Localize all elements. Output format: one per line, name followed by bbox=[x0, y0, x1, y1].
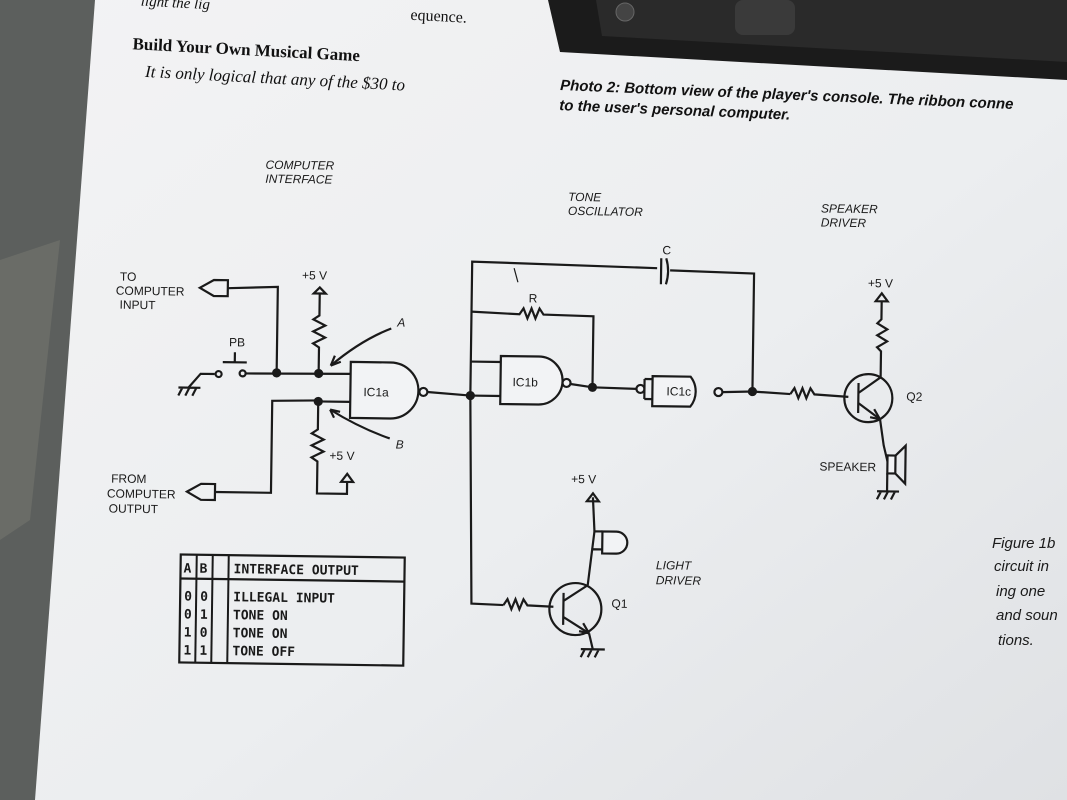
section-title-tone-oscillator-2: OSCILLATOR bbox=[568, 204, 643, 219]
figure-caption-line3: ing one bbox=[996, 583, 1045, 600]
label-pb: PB bbox=[229, 335, 245, 349]
resistor-q2-base bbox=[789, 385, 849, 402]
capacitor-c bbox=[659, 257, 670, 285]
resistor-r bbox=[471, 305, 595, 388]
label-to-computer: COMPUTER bbox=[116, 284, 185, 299]
truth-table-header-a: A bbox=[183, 562, 191, 577]
section-title-light-driver-1: LIGHT bbox=[656, 558, 693, 573]
section-title-speaker-driver-2: DRIVER bbox=[821, 215, 867, 230]
article-fragment-left: light the lig bbox=[140, 0, 210, 13]
truth-table-cell: TONE ON bbox=[233, 626, 288, 642]
section-title-light-driver-2: DRIVER bbox=[656, 573, 702, 588]
truth-table-cell: 0 bbox=[200, 626, 208, 641]
label-speaker: SPEAKER bbox=[819, 459, 876, 474]
article-fragment-mid: equence. bbox=[410, 7, 467, 27]
truth-table-cell: 0 bbox=[184, 608, 192, 623]
truth-table-cell: ILLEGAL INPUT bbox=[233, 590, 335, 606]
truth-table-frame bbox=[178, 553, 406, 667]
section-title-computer-interface-2: INTERFACE bbox=[265, 172, 333, 187]
truth-table-header-b: B bbox=[199, 562, 207, 577]
label-q2: Q2 bbox=[906, 390, 923, 404]
label-to-input: INPUT bbox=[119, 298, 156, 313]
section-title-tone-oscillator-1: TONE bbox=[568, 190, 602, 204]
section-title-computer-interface-1: COMPUTER bbox=[265, 158, 334, 173]
truth-table-cell: TONE ON bbox=[233, 608, 288, 624]
transistor-q1 bbox=[548, 581, 603, 637]
vcc-arrow-b bbox=[338, 472, 356, 484]
figure-caption-line1: Figure 1b bbox=[992, 535, 1055, 552]
label-plus5v-b: +5 V bbox=[329, 449, 354, 463]
ic1b-label: IC1b bbox=[512, 375, 538, 389]
label-capacitor-c: C bbox=[662, 243, 671, 257]
truth-table-cell: 0 bbox=[184, 590, 192, 605]
lamp-symbol bbox=[601, 530, 629, 555]
resistor-pullup-a bbox=[310, 293, 328, 374]
figure-caption-line2: circuit in bbox=[994, 558, 1049, 575]
label-plus5v-speaker: +5 V bbox=[868, 276, 893, 290]
label-node-a: A bbox=[396, 316, 405, 330]
truth-table-cell: 0 bbox=[200, 590, 208, 605]
ic1a-nand-gate bbox=[348, 360, 420, 420]
pb-ground-lead bbox=[187, 372, 215, 389]
push-button-pb bbox=[222, 352, 247, 364]
figure-caption: Figure 1b circuit in ing one and soun ti… bbox=[992, 535, 1058, 649]
ground-symbol-pb bbox=[177, 386, 201, 397]
label-q1: Q1 bbox=[611, 597, 628, 611]
speaker-symbol bbox=[886, 454, 897, 475]
label-to: TO bbox=[120, 270, 137, 284]
truth-table-cell: TONE OFF bbox=[232, 644, 295, 660]
ground-symbol-speaker bbox=[875, 473, 900, 500]
truth-table-header-output: INTERFACE OUTPUT bbox=[233, 562, 359, 579]
ic1c-nand-gate bbox=[651, 375, 697, 408]
ic1c-label: IC1c bbox=[666, 384, 691, 398]
truth-table-cell: 1 bbox=[199, 644, 207, 659]
label-from-output: OUTPUT bbox=[109, 502, 159, 517]
truth-table: A B INTERFACE OUTPUT 0 0 ILLEGAL INPUT 0… bbox=[178, 553, 406, 667]
ground-symbol-q1 bbox=[579, 633, 605, 658]
figure-caption-line4: and soun bbox=[996, 607, 1058, 624]
truth-table-cell: 1 bbox=[183, 644, 191, 659]
resistor-pullup-b bbox=[309, 401, 349, 495]
circuit-schematic: COMPUTER INTERFACE TONE OSCILLATOR SPEAK… bbox=[107, 158, 923, 658]
label-plus5v-light: +5 V bbox=[571, 472, 596, 486]
label-node-b: B bbox=[396, 438, 404, 452]
ic1a-label: IC1a bbox=[363, 385, 389, 399]
resistor-q2-collector bbox=[875, 301, 890, 378]
label-resistor-r: R bbox=[529, 291, 538, 305]
label-from-computer: COMPUTER bbox=[107, 487, 176, 502]
section-title-speaker-driver-1: SPEAKER bbox=[821, 201, 878, 216]
transistor-q2 bbox=[843, 373, 894, 424]
vcc-arrow-speaker bbox=[873, 291, 890, 303]
vcc-arrow-light bbox=[584, 491, 602, 503]
truth-table-cell: 1 bbox=[184, 626, 192, 641]
label-from: FROM bbox=[111, 472, 147, 486]
label-plus5v-a: +5 V bbox=[302, 268, 327, 282]
resistor-q1-base bbox=[502, 596, 554, 613]
truth-table-cell: 1 bbox=[200, 608, 208, 623]
figure-caption-line5: tions. bbox=[998, 632, 1034, 649]
